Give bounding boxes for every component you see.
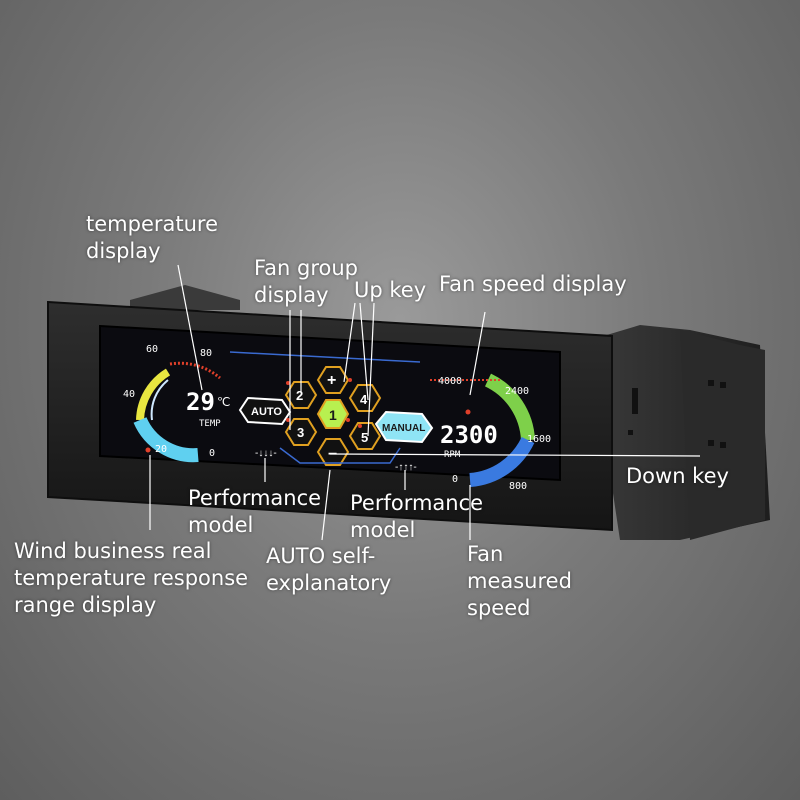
- temp-unit: ℃: [217, 395, 230, 409]
- performance-icon-right: -↑↑↑-: [395, 462, 417, 473]
- label-fan-speed-display: Fan speed display: [439, 272, 627, 296]
- hex-number-5: 5: [361, 430, 368, 445]
- rpm-tick-0: 0: [452, 474, 458, 485]
- rpm-tick-1600: 1600: [527, 434, 551, 445]
- hex-number-3: 3: [297, 425, 304, 440]
- chassis-back: [130, 285, 770, 540]
- label-performance-model-left: Performance model: [188, 486, 322, 537]
- performance-icon-left: -↓↓↓-: [255, 448, 277, 459]
- temp-tick-0: 0: [209, 448, 215, 459]
- label-wind-business: Wind business real temperature response …: [14, 539, 249, 617]
- temp-tick-60: 60: [146, 344, 158, 355]
- temperature-gauge: 60 80 40 20 0 29 ℃ TEMP: [123, 344, 230, 463]
- hex-number-2: 2: [296, 388, 303, 403]
- temp-tick-20: 20: [155, 444, 167, 455]
- hex-number-4: 4: [360, 392, 368, 407]
- label-down-key: Down key: [626, 464, 729, 488]
- manual-button[interactable]: MANUAL: [374, 410, 434, 444]
- fan-speed-gauge: 4000 2400 1600 800 0 2300 RPM: [430, 373, 551, 492]
- label-temperature-display: temperature display: [86, 212, 218, 263]
- leader-lines: [149, 264, 701, 541]
- label-fan-group-display: Fan group display: [254, 256, 358, 307]
- hex-number-1: 1: [329, 407, 337, 423]
- rpm-tick-800: 800: [509, 481, 527, 492]
- temp-tick-80: 80: [200, 348, 212, 359]
- temp-tick-40: 40: [123, 389, 135, 400]
- label-auto-self-explanatory: AUTO self- explanatory: [266, 544, 392, 595]
- label-performance-model-right: Performance model: [350, 491, 484, 542]
- rpm-tick-4000: 4000: [438, 376, 462, 387]
- label-fan-measured-speed: Fan measured speed: [467, 542, 572, 620]
- auto-button[interactable]: AUTO: [238, 396, 292, 426]
- fan-group-hex-cluster: 2 1 4 3 5: [284, 366, 382, 466]
- auto-label: AUTO: [251, 406, 282, 418]
- temp-label: TEMP: [199, 419, 221, 429]
- up-key[interactable]: +: [327, 372, 336, 389]
- rpm-value: 2300: [440, 421, 498, 449]
- rpm-tick-2400: 2400: [505, 386, 529, 397]
- temp-value: 29: [186, 388, 215, 416]
- manual-label: MANUAL: [382, 423, 425, 434]
- label-up-key: Up key: [354, 278, 427, 302]
